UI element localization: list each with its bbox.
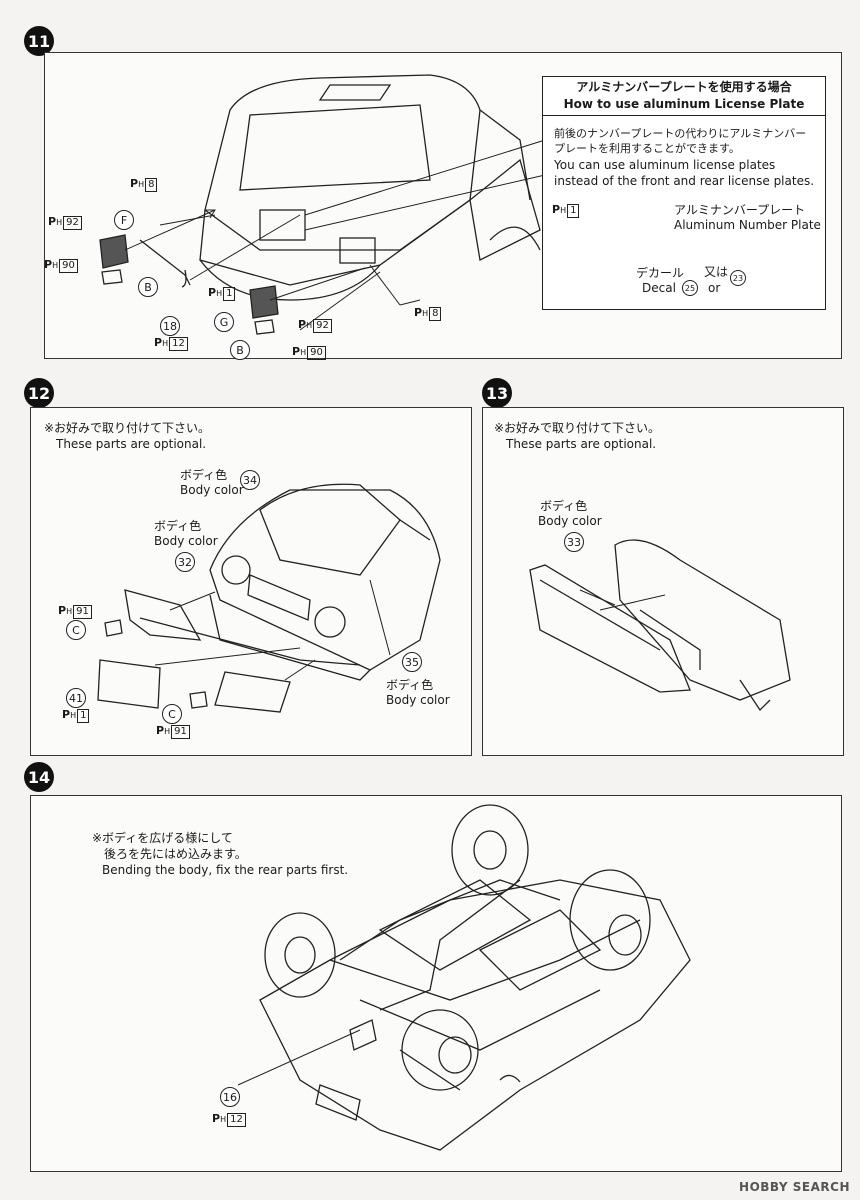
part-41: 41 bbox=[66, 688, 86, 708]
part-c-right: C bbox=[162, 704, 182, 724]
part-b-right: B bbox=[230, 340, 250, 360]
info-box-header: アルミナンバープレートを使用する場合 How to use aluminum L… bbox=[543, 77, 825, 116]
info-title-en: How to use aluminum License Plate bbox=[563, 97, 805, 111]
part-35: 35 bbox=[402, 652, 422, 672]
or-label-en: or bbox=[708, 281, 721, 295]
step12-body-color-34-en: Body color bbox=[180, 483, 244, 497]
step12-arrows bbox=[154, 579, 391, 681]
step13-body-color-en: Body color bbox=[538, 514, 602, 528]
plate-label-jp: アルミナンバープレート bbox=[674, 203, 806, 217]
decal-label-jp: デカール bbox=[636, 266, 685, 280]
step-13-badge: 13 bbox=[482, 378, 512, 408]
step12-body-color-32-jp: ボディ色 bbox=[154, 519, 202, 533]
step12-parts bbox=[97, 589, 361, 713]
car-rear-bumper-illustration bbox=[529, 539, 791, 712]
step13-note-en: These parts are optional. bbox=[506, 437, 657, 451]
step12-note-jp: ※お好みで取り付けて下さい。 bbox=[44, 421, 211, 435]
decal-label-en: Decal bbox=[642, 281, 676, 295]
info-body-jp-2: プレートを利用することができます。 bbox=[554, 142, 740, 155]
plate-label-en: Aluminum Number Plate bbox=[674, 218, 821, 232]
part-c-left: C bbox=[66, 620, 86, 640]
step-14-badge: 14 bbox=[24, 762, 54, 792]
part-33: 33 bbox=[564, 532, 584, 552]
car-rear-illustration bbox=[199, 74, 541, 301]
step13-arrows bbox=[579, 589, 666, 611]
step12-note-en: These parts are optional. bbox=[56, 437, 207, 451]
car-underside-illustration bbox=[259, 804, 691, 1151]
car-front-illustration bbox=[209, 483, 441, 681]
step-12-panel bbox=[30, 407, 472, 756]
info-body-en-1: You can use aluminum license plates bbox=[554, 158, 776, 172]
part-34: 34 bbox=[240, 470, 260, 490]
step12-body-color-35-en: Body color bbox=[386, 693, 450, 707]
step14-note-jp-1: ※ボディを広げる様にして bbox=[92, 831, 233, 845]
or-label-jp: 又は bbox=[704, 265, 729, 279]
step-14-panel bbox=[30, 795, 842, 1172]
part-g: G bbox=[214, 312, 234, 332]
step-11-badge: 11 bbox=[24, 26, 54, 56]
step13-body-color-jp: ボディ色 bbox=[540, 499, 588, 513]
part-f: F bbox=[114, 210, 134, 230]
step14-note-jp-2: 後ろを先にはめ込みます。 bbox=[104, 847, 247, 861]
part-16: 16 bbox=[220, 1087, 240, 1107]
info-body-jp-1: 前後のナンバープレートの代わりにアルミナンバー bbox=[554, 127, 807, 140]
aluminum-plate-info-box: アルミナンバープレートを使用する場合 How to use aluminum L… bbox=[542, 76, 826, 310]
step14-note-en: Bending the body, fix the rear parts fir… bbox=[102, 863, 349, 877]
step13-note-jp: ※お好みで取り付けて下さい。 bbox=[494, 421, 661, 435]
step12-body-color-35-jp: ボディ色 bbox=[386, 678, 434, 692]
step12-body-color-34-jp: ボディ色 bbox=[180, 468, 228, 482]
step-13-panel bbox=[482, 407, 844, 756]
hobby-search-watermark: HOBBY SEARCH bbox=[739, 1180, 850, 1194]
part-18: 18 bbox=[160, 316, 180, 336]
info-title-jp: アルミナンバープレートを使用する場合 bbox=[576, 80, 792, 94]
step-12-badge: 12 bbox=[24, 378, 54, 408]
step12-body-color-32-en: Body color bbox=[154, 534, 218, 548]
step14-leaders bbox=[237, 1029, 361, 1086]
step11-arrows bbox=[124, 139, 546, 331]
part-b-left: B bbox=[138, 277, 158, 297]
part-32: 32 bbox=[175, 552, 195, 572]
info-body-en-2: instead of the front and rear license pl… bbox=[554, 174, 815, 188]
decal-number-25: 25 bbox=[682, 280, 698, 296]
decal-number-23: 23 bbox=[730, 270, 746, 286]
